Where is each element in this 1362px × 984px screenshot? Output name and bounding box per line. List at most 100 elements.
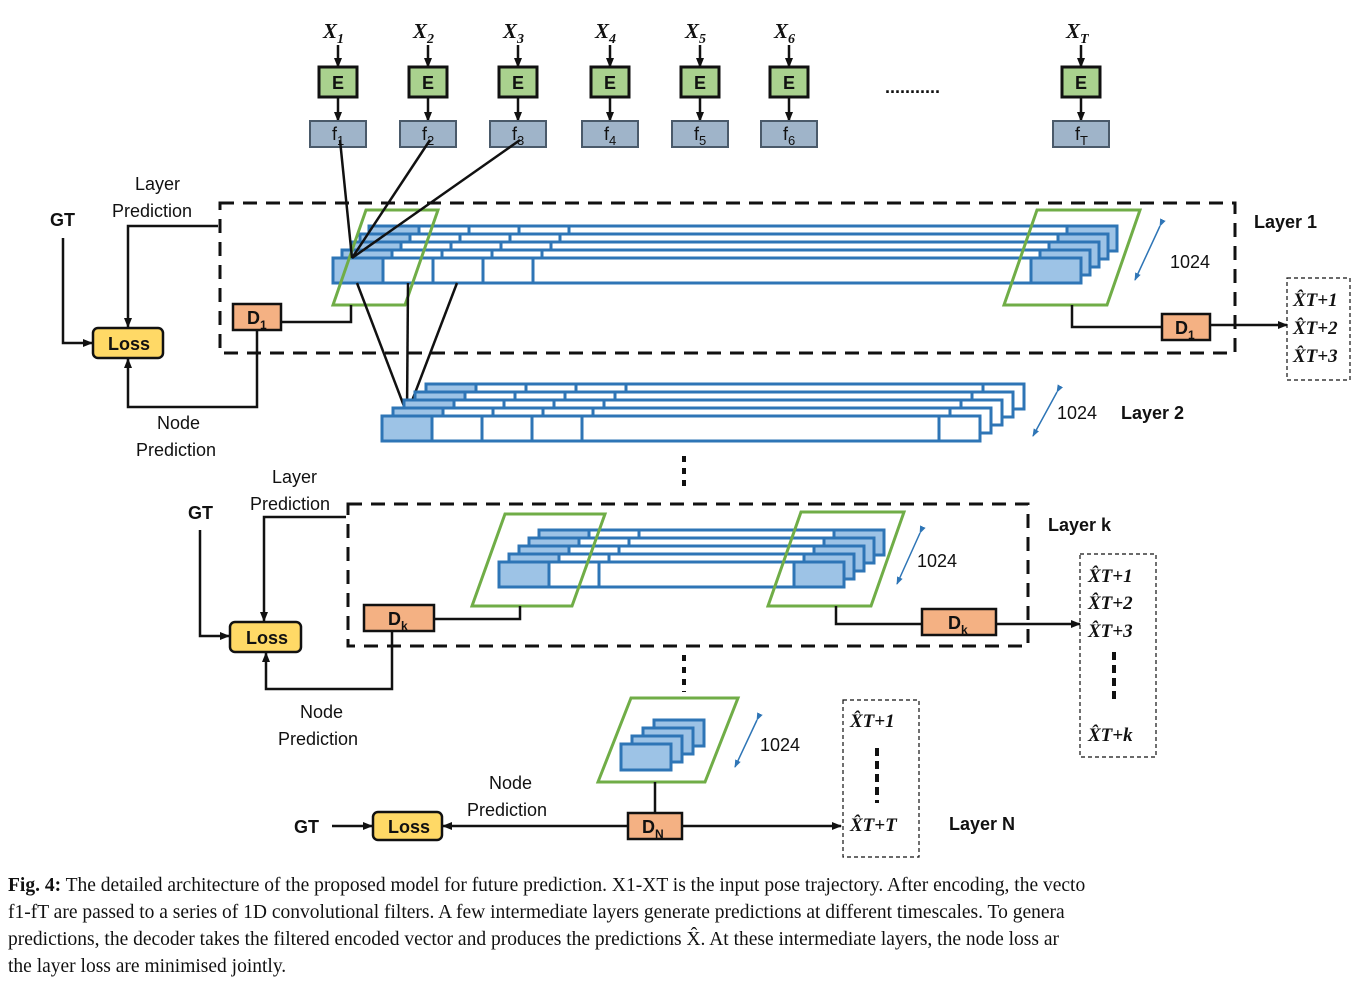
layerN-gt: GT [294,817,319,837]
layerk-layer-pred-2: Prediction [250,494,330,514]
prediction-output: X̂T+1 [1087,566,1133,587]
layerk-outputs: X̂T+1X̂T+2X̂T+3X̂T+k [1087,566,1133,746]
layer1-node-pred-1: Node [157,413,200,433]
layerN-title: Layer N [949,814,1015,834]
feature-box [760,120,818,148]
layerk-node-pred-2: Prediction [278,729,358,749]
filter-cell-first [497,560,551,589]
encoder-box [497,65,539,99]
layer1-outputs: X̂T+1X̂T+2X̂T+3 [1292,290,1338,367]
prediction-output: X̂T+1 [1292,290,1338,311]
layer1-depth: 1024 [1170,252,1210,272]
layer1-decoder-left-link [281,305,353,324]
layerk-layer-pred-1: Layer [272,467,317,487]
feature-box [1052,120,1110,148]
prediction-output: X̂T+k [1087,725,1133,746]
layerk-title: Layer k [1048,515,1112,535]
input-label: X1 [322,19,344,47]
layerN-decoder-label: DN [642,817,664,841]
figure-caption: Fig. 4: The detailed architecture of the… [8,872,1360,980]
layer1-box [218,201,1237,355]
layerk-depth: 1024 [917,551,957,571]
filter-row [331,256,1083,285]
input-label: X5 [684,19,706,47]
layer2-depth-arrow [1032,384,1063,437]
f3-connection [351,138,521,260]
input-label: X4 [594,19,616,47]
layer1-layer-pred-2: Prediction [112,201,192,221]
layer2-title: Layer 2 [1121,403,1184,423]
filter-cell-first [380,414,434,443]
f1-connection [338,139,354,259]
layerN-window [595,696,741,784]
layerN-loss [371,810,444,842]
layerk-output-box [1079,553,1157,758]
layerk-node-pred-arrow [262,631,394,691]
encoder-label: E [512,73,524,93]
feature-label: f4 [604,124,616,148]
input-label: X3 [502,19,524,47]
feature-label: f6 [783,124,795,148]
input-label: X2 [412,19,434,47]
caption-text: The detailed architecture of the propose… [8,875,1086,977]
encoder-label: E [1075,73,1087,93]
feature-box [671,120,729,148]
layer1-title: Layer 1 [1254,212,1317,232]
layerN-depth: 1024 [760,735,800,755]
encoder-label: E [694,73,706,93]
layer1-window-left [330,208,441,307]
layer1-filters [331,224,1119,285]
layer1-gt-arrow [61,238,93,347]
encoder-label: E [604,73,616,93]
layer1-gt: GT [50,210,75,230]
layerk-decoder-right-link [834,606,922,626]
layer1-decoder-right-link [1070,305,1162,329]
feature-box [581,120,639,148]
layer1-decoder-right-label: D1 [1175,318,1195,342]
filter-cell-last [792,560,846,589]
prediction-output: X̂T+3 [1087,621,1133,642]
layer1-node-pred-arrow [124,330,259,409]
layer1-node-pred-2: Prediction [136,440,216,460]
feature-box [309,120,367,148]
encoder-label: E [332,73,344,93]
layer2-filters [380,382,1026,443]
layer1-decoder-left-label: D1 [247,308,267,332]
layer2-depth: 1024 [1057,403,1097,423]
prediction-output: X̂T+2 [1292,318,1338,339]
layerk-decoder-right [920,607,998,637]
filter-cell-first [619,742,673,772]
filter-row [380,414,982,443]
input-label: X6 [773,19,795,47]
layerk-layer-pred-arrow [260,515,346,622]
layer1-depth-arrow [1134,218,1166,281]
l1-l2-connection-1 [355,282,409,415]
layerk-decoder-left-label: Dk [388,609,408,633]
layerN-node-pred-2: Prediction [467,800,547,820]
layer1-loss-label: Loss [108,334,150,354]
layerN-filters [619,718,706,772]
filter-row [497,560,846,589]
layerk-box [346,502,1030,648]
inputs-ellipsis: ........... [885,77,940,97]
layerN-output-box [842,699,920,858]
layerk-decoder-left [362,603,436,633]
layerN-depth-arrow [734,712,763,768]
encoder-label: E [783,73,795,93]
layer1-layer-pred-arrow [124,224,218,328]
layerk-loss-label: Loss [246,628,288,648]
layer1-decoder-left [231,302,283,332]
layer1-decoder-right [1160,312,1212,342]
caption-label: Fig. 4: [8,875,62,896]
prediction-output: X̂T+T [849,815,898,836]
layerk-decoder-left-link [434,606,522,621]
layerk-decoder-right-label: Dk [948,613,968,637]
prediction-output: X̂T+1 [849,711,895,732]
input-label: XT [1065,19,1090,47]
layerk-gt: GT [188,503,213,523]
layer1-layer-pred-1: Layer [135,174,180,194]
layer1-output-box [1286,277,1351,381]
layerk-window-left [469,512,608,608]
